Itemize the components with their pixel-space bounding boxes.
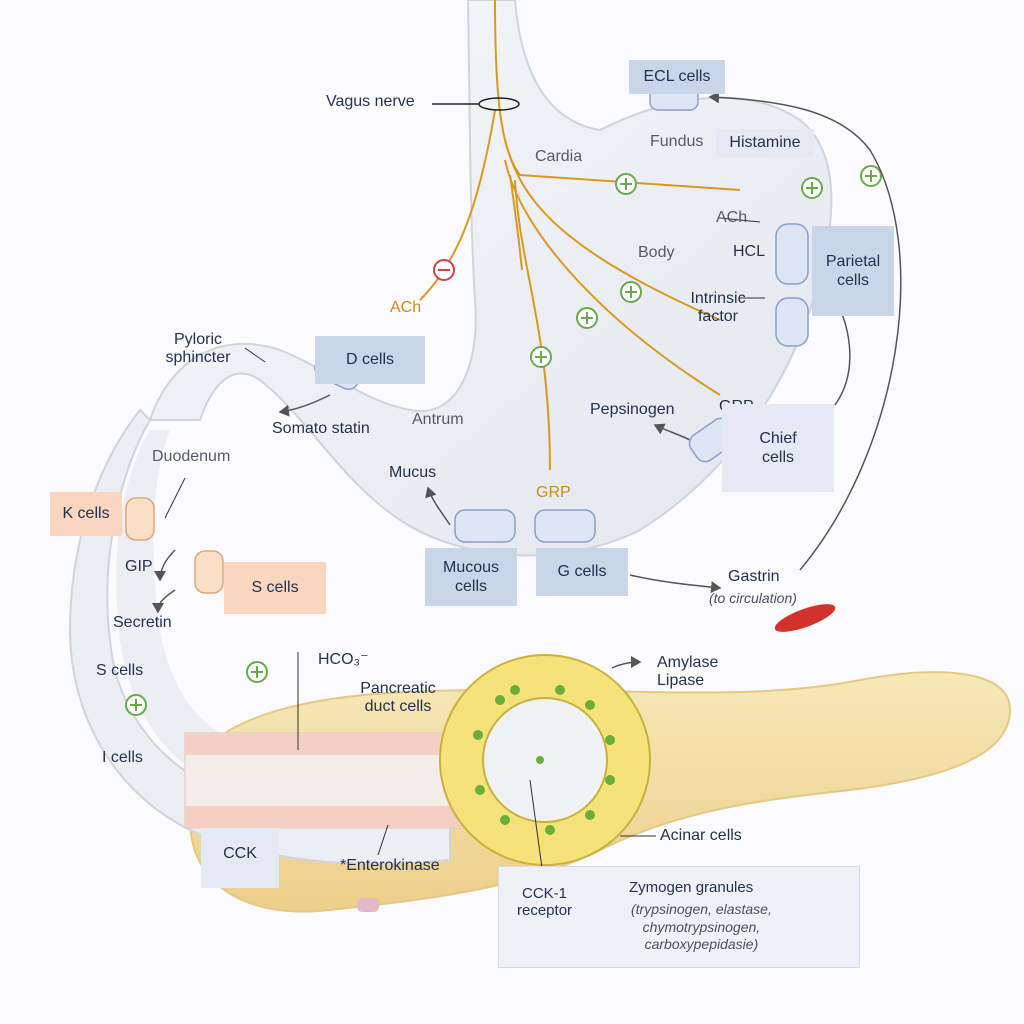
acinar-cells-label: Acinar cells xyxy=(660,827,742,844)
g-cells-box: G cells xyxy=(536,548,628,596)
fundus-label: Fundus xyxy=(650,133,704,150)
i-cells-label: I cells xyxy=(102,749,143,766)
cck-box: CCK xyxy=(201,828,279,888)
duct-cells-label: Pancreatic duct cells xyxy=(360,680,436,716)
d-cells-box: D cells xyxy=(315,336,425,384)
ach-right-label: ACh xyxy=(716,209,748,226)
vagus-nerve-fibers xyxy=(419,0,741,471)
cck1-receptor-label: CCK-1 receptor xyxy=(517,885,573,920)
ecl-cells-box: ECL cells xyxy=(629,60,725,94)
pyloric-sphincter-label: Pyloric sphincter xyxy=(165,331,231,367)
zymogen-info-panel: CCK-1 receptor Zymogen granules (trypsin… xyxy=(498,866,860,968)
mucous-cells-box: Mucous cells xyxy=(425,548,517,606)
cardia-label: Cardia xyxy=(535,148,583,165)
zymogen-granules-label: Zymogen granules xyxy=(629,879,754,896)
amylase-lipase-label: Amylase Lipase xyxy=(657,654,719,690)
chief-cells-box: Chief cells xyxy=(722,404,834,492)
vagus-nerve-label: Vagus nerve xyxy=(326,93,415,110)
gastrin-note-label: (to circulation) xyxy=(709,590,797,606)
duodenum-label: Duodenum xyxy=(152,448,231,465)
duodenum xyxy=(68,408,451,865)
ach-left-label: ACh xyxy=(390,299,422,316)
somatostatin-label: Somato statin xyxy=(272,420,370,437)
gip-label: GIP xyxy=(125,558,153,575)
histamine-box: Histamine xyxy=(716,129,814,157)
enterokinase-label: *Enterokinase xyxy=(340,857,440,874)
grp-bottom-label: GRP xyxy=(536,484,571,501)
antrum-label: Antrum xyxy=(412,411,464,428)
secretin-label: Secretin xyxy=(113,614,172,631)
zymogen-list-label: (trypsinogen, elastase, chymotrypsinogen… xyxy=(631,901,772,952)
s-cells-left-label: S cells xyxy=(96,662,144,679)
stomach xyxy=(148,0,833,557)
pepsinogen-label: Pepsinogen xyxy=(590,401,675,418)
hcl-label: HCL xyxy=(733,243,766,260)
hco3-label: HCO₃⁻ xyxy=(318,651,369,668)
parietal-cells-box: Parietal cells xyxy=(812,226,894,316)
k-cells-box: K cells xyxy=(50,492,122,536)
body-label: Body xyxy=(638,244,675,261)
gastrin-label: Gastrin xyxy=(728,568,780,585)
intrinsic-factor-label: Intrinsic factor xyxy=(690,290,746,326)
s-cells-right-box: S cells xyxy=(224,562,326,614)
mucus-label: Mucus xyxy=(389,464,437,481)
blood-cell-icon xyxy=(774,604,836,632)
